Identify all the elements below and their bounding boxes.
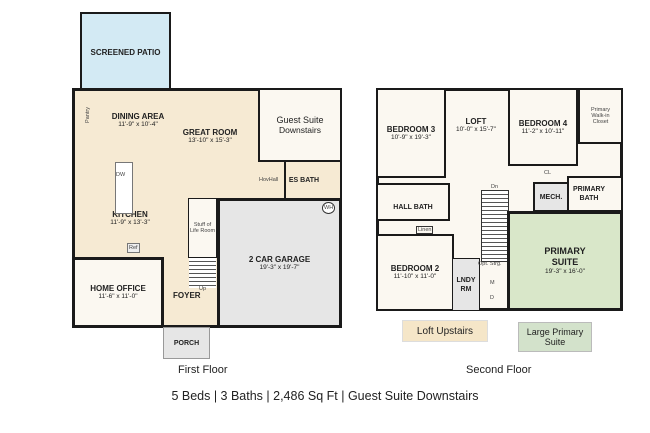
room-garage: 2 CAR GARAGE 19'-3" x 19'-7" — [217, 198, 342, 328]
room-laundry: LNDY RM — [452, 258, 480, 311]
second-floor-caption: Second Floor — [466, 364, 532, 376]
room-label: DINING AREA — [111, 112, 165, 121]
stairs — [481, 190, 509, 262]
room-dims: 11'-2" x 10'-11" — [521, 127, 565, 135]
room-dims: 11'-6" x 11'-0" — [98, 293, 138, 300]
room-label: KITCHEN — [112, 210, 148, 219]
optional-storage-label: Opt. Strg. — [478, 261, 502, 267]
room-label: HOME OFFICE — [90, 284, 146, 293]
room-label: BEDROOM 2 — [390, 264, 440, 273]
room-label: Primary Walk-in Closet — [591, 107, 610, 125]
room-home-office: HOME OFFICE 11'-6" x 11'-0" — [72, 257, 164, 328]
room-label: ES BATH — [288, 176, 320, 184]
room-screened-patio: SCREENED PATIO — [80, 12, 171, 90]
room-label: BEDROOM 4 — [518, 118, 568, 128]
room-great-room: GREAT ROOM 13'-10" x 15'-3" — [175, 128, 245, 145]
room-dims: 10'-9" x 19'-3" — [391, 133, 431, 141]
room-dims: 11'-9" x 10'-4" — [118, 121, 158, 128]
up-label: Up — [199, 286, 207, 292]
badge-loft-upstairs: Loft Upstairs — [402, 320, 488, 342]
room-label: PRIMARY BATH — [572, 186, 606, 202]
dryer-label: D — [490, 295, 494, 301]
room-es-bath: ES BATH — [284, 160, 342, 200]
room-dims: 11'-10" x 11'-0" — [393, 273, 437, 280]
room-dining-area: DINING AREA 11'-9" x 10'-4" — [98, 112, 178, 129]
room-hall-bath: HALL BATH — [376, 183, 450, 221]
closet-label: CL — [544, 170, 552, 176]
badge-large-primary-suite: Large Primary Suite — [518, 322, 592, 352]
kitchen-island: DW — [115, 162, 133, 214]
room-label: HALL BATH — [393, 203, 433, 211]
room-primary-closet: Primary Walk-in Closet — [578, 88, 623, 144]
room-label: Stuff of Life Room — [189, 222, 216, 234]
room-porch: PORCH — [163, 327, 210, 359]
home-summary: 5 Beds | 3 Baths | 2,486 Sq Ft | Guest S… — [171, 389, 479, 403]
room-stuff-of-life: Stuff of Life Room — [188, 198, 217, 258]
room-label: PRIMARY SUITE — [544, 246, 586, 267]
room-bedroom-2: BEDROOM 2 11'-10" x 11'-0" — [376, 234, 454, 311]
room-guest-suite: Guest Suite Downstairs — [258, 88, 342, 162]
room-label: SCREENED PATIO — [90, 47, 161, 57]
room-dims: 19'-3" x 16'-0" — [545, 268, 585, 275]
room-label: LOFT — [465, 117, 487, 126]
room-label: PORCH — [173, 339, 200, 347]
first-floor-caption: First Floor — [178, 364, 228, 376]
down-label: Dn — [491, 184, 499, 190]
room-label: LNDY RM — [456, 276, 476, 293]
stairs — [189, 258, 216, 288]
room-label-line2: Downstairs — [278, 125, 322, 135]
room-bedroom-4: BEDROOM 4 11'-2" x 10'-11" — [508, 88, 578, 166]
water-heater-label: WH — [322, 202, 336, 214]
room-dims: 10'-0" x 15'-7" — [456, 126, 496, 133]
hovhall-label: HovHall — [259, 177, 279, 183]
room-bedroom-3: BEDROOM 3 10'-9" x 19'-3" — [376, 88, 446, 178]
room-label: 2 CAR GARAGE — [248, 254, 311, 264]
room-label: GREAT ROOM — [182, 128, 238, 137]
dw-label: DW — [116, 172, 126, 178]
linen-label: Linen — [416, 226, 434, 234]
room-label: MECH. — [539, 193, 563, 201]
room-label: BEDROOM 3 — [386, 124, 436, 134]
room-loft: LOFT 10'-0" x 15'-7" — [448, 117, 504, 134]
washer-label: M — [490, 280, 495, 286]
room-dims: 19'-3" x 19'-7" — [259, 263, 300, 271]
room-mech: MECH. — [533, 182, 569, 212]
room-primary-suite: PRIMARY SUITE 19'-3" x 16'-0" — [507, 211, 623, 311]
room-dims: 11'-9" x 13'-3" — [110, 219, 150, 226]
room-kitchen: KITCHEN 11'-9" x 13'-3" — [95, 210, 165, 227]
room-label: Guest Suite — [276, 115, 324, 125]
room-primary-bath: PRIMARY BATH — [567, 176, 623, 212]
ref-label: Ref — [127, 243, 140, 253]
room-foyer: FOYER — [173, 291, 201, 300]
room-dims: 13'-10" x 15'-3" — [188, 137, 232, 144]
pantry-label: Pantry — [84, 107, 91, 123]
